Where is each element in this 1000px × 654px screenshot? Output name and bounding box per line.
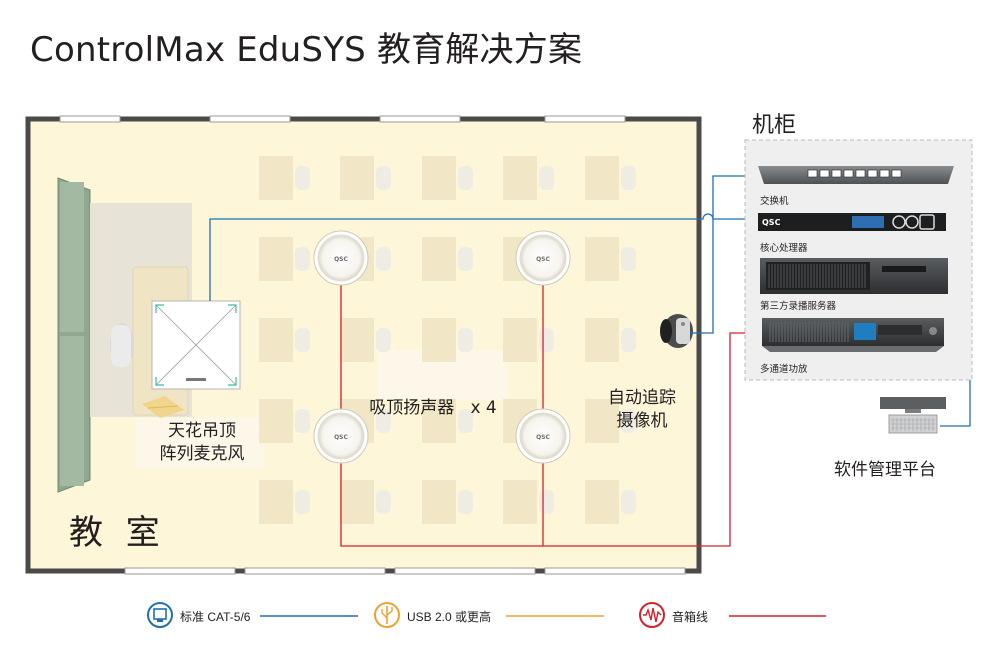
tracking-camera-label: 自动追踪 摄像机 bbox=[596, 387, 688, 433]
rack-title: 机柜 bbox=[752, 113, 797, 138]
core-processor-icon: QSC bbox=[758, 213, 946, 231]
student-desk bbox=[422, 399, 473, 443]
student-desk bbox=[340, 156, 391, 200]
core-processor-label: 核心处理器 bbox=[760, 243, 808, 254]
speaker-logo: QSC bbox=[536, 434, 550, 441]
student-desk bbox=[585, 480, 636, 524]
recording-server-label: 第三方录播服务器 bbox=[760, 301, 837, 312]
student-desk bbox=[259, 318, 310, 362]
network-switch-icon bbox=[758, 166, 954, 184]
multichannel-amplifier-icon bbox=[762, 318, 944, 352]
student-desk bbox=[340, 318, 391, 362]
student-desk bbox=[259, 237, 310, 281]
speaker-wire-icon bbox=[639, 602, 665, 628]
tracking-camera-label-line1: 自动追踪 bbox=[608, 388, 676, 408]
ceiling-speakers: QSC QSC QSC QSC bbox=[313, 230, 571, 464]
student-desk bbox=[422, 318, 473, 362]
software-platform-icon bbox=[880, 397, 946, 434]
student-desk bbox=[259, 399, 310, 443]
speaker-cables bbox=[340, 284, 762, 547]
usb-icon bbox=[374, 602, 400, 628]
legend-cat-label: 标准 CAT-5/6 bbox=[180, 610, 251, 624]
ceiling-speaker-icon: QSC bbox=[313, 230, 369, 286]
teacher-chair bbox=[110, 323, 134, 367]
ethernet-port-icon bbox=[147, 602, 173, 628]
legend-speaker-label: 音箱线 bbox=[672, 610, 709, 624]
recording-server-icon bbox=[760, 258, 948, 294]
ceiling-mic-label: 天花吊顶 阵列麦克风 bbox=[140, 420, 264, 466]
student-desk bbox=[585, 318, 636, 362]
ceiling-speaker-icon: QSC bbox=[515, 408, 571, 464]
ceiling-speakers-label: 吸顶扬声器 x 4 bbox=[369, 398, 497, 418]
ceiling-speaker-icon: QSC bbox=[313, 408, 369, 464]
tracking-camera-label-line2: 摄像机 bbox=[616, 411, 668, 431]
tracking-camera-icon bbox=[660, 314, 693, 348]
speaker-logo: QSC bbox=[334, 256, 348, 263]
student-desk bbox=[340, 480, 391, 524]
ceiling-mic-label-line1: 天花吊顶 bbox=[168, 421, 236, 441]
software-platform-label: 软件管理平台 bbox=[834, 460, 936, 480]
page-title: ControlMax EduSYS 教育解决方案 bbox=[30, 30, 583, 70]
equipment-rack: QSC bbox=[744, 139, 973, 381]
wall-windows bbox=[59, 115, 686, 575]
classroom-label: 教 室 bbox=[69, 513, 166, 553]
blackboard bbox=[57, 177, 91, 493]
legend bbox=[147, 602, 826, 628]
student-desk bbox=[503, 156, 554, 200]
podium-book bbox=[142, 396, 184, 418]
ceiling-array-mic bbox=[151, 300, 241, 390]
student-desk bbox=[422, 237, 473, 281]
student-desk bbox=[585, 156, 636, 200]
student-desk bbox=[422, 156, 473, 200]
legend-usb-label: USB 2.0 或更高 bbox=[407, 610, 492, 624]
student-desk bbox=[585, 399, 636, 443]
ceiling-speaker-icon: QSC bbox=[515, 230, 571, 286]
core-processor-logo: QSC bbox=[762, 218, 781, 227]
ceiling-mic-label-line2: 阵列麦克风 bbox=[159, 444, 245, 464]
student-desk bbox=[585, 237, 636, 281]
amplifier-label: 多通道功放 bbox=[760, 364, 808, 375]
student-desk bbox=[259, 156, 310, 200]
switch-label: 交换机 bbox=[760, 196, 789, 207]
speaker-logo: QSC bbox=[536, 256, 550, 263]
speaker-logo: QSC bbox=[334, 434, 348, 441]
student-desk bbox=[259, 480, 310, 524]
student-desk bbox=[422, 480, 473, 524]
